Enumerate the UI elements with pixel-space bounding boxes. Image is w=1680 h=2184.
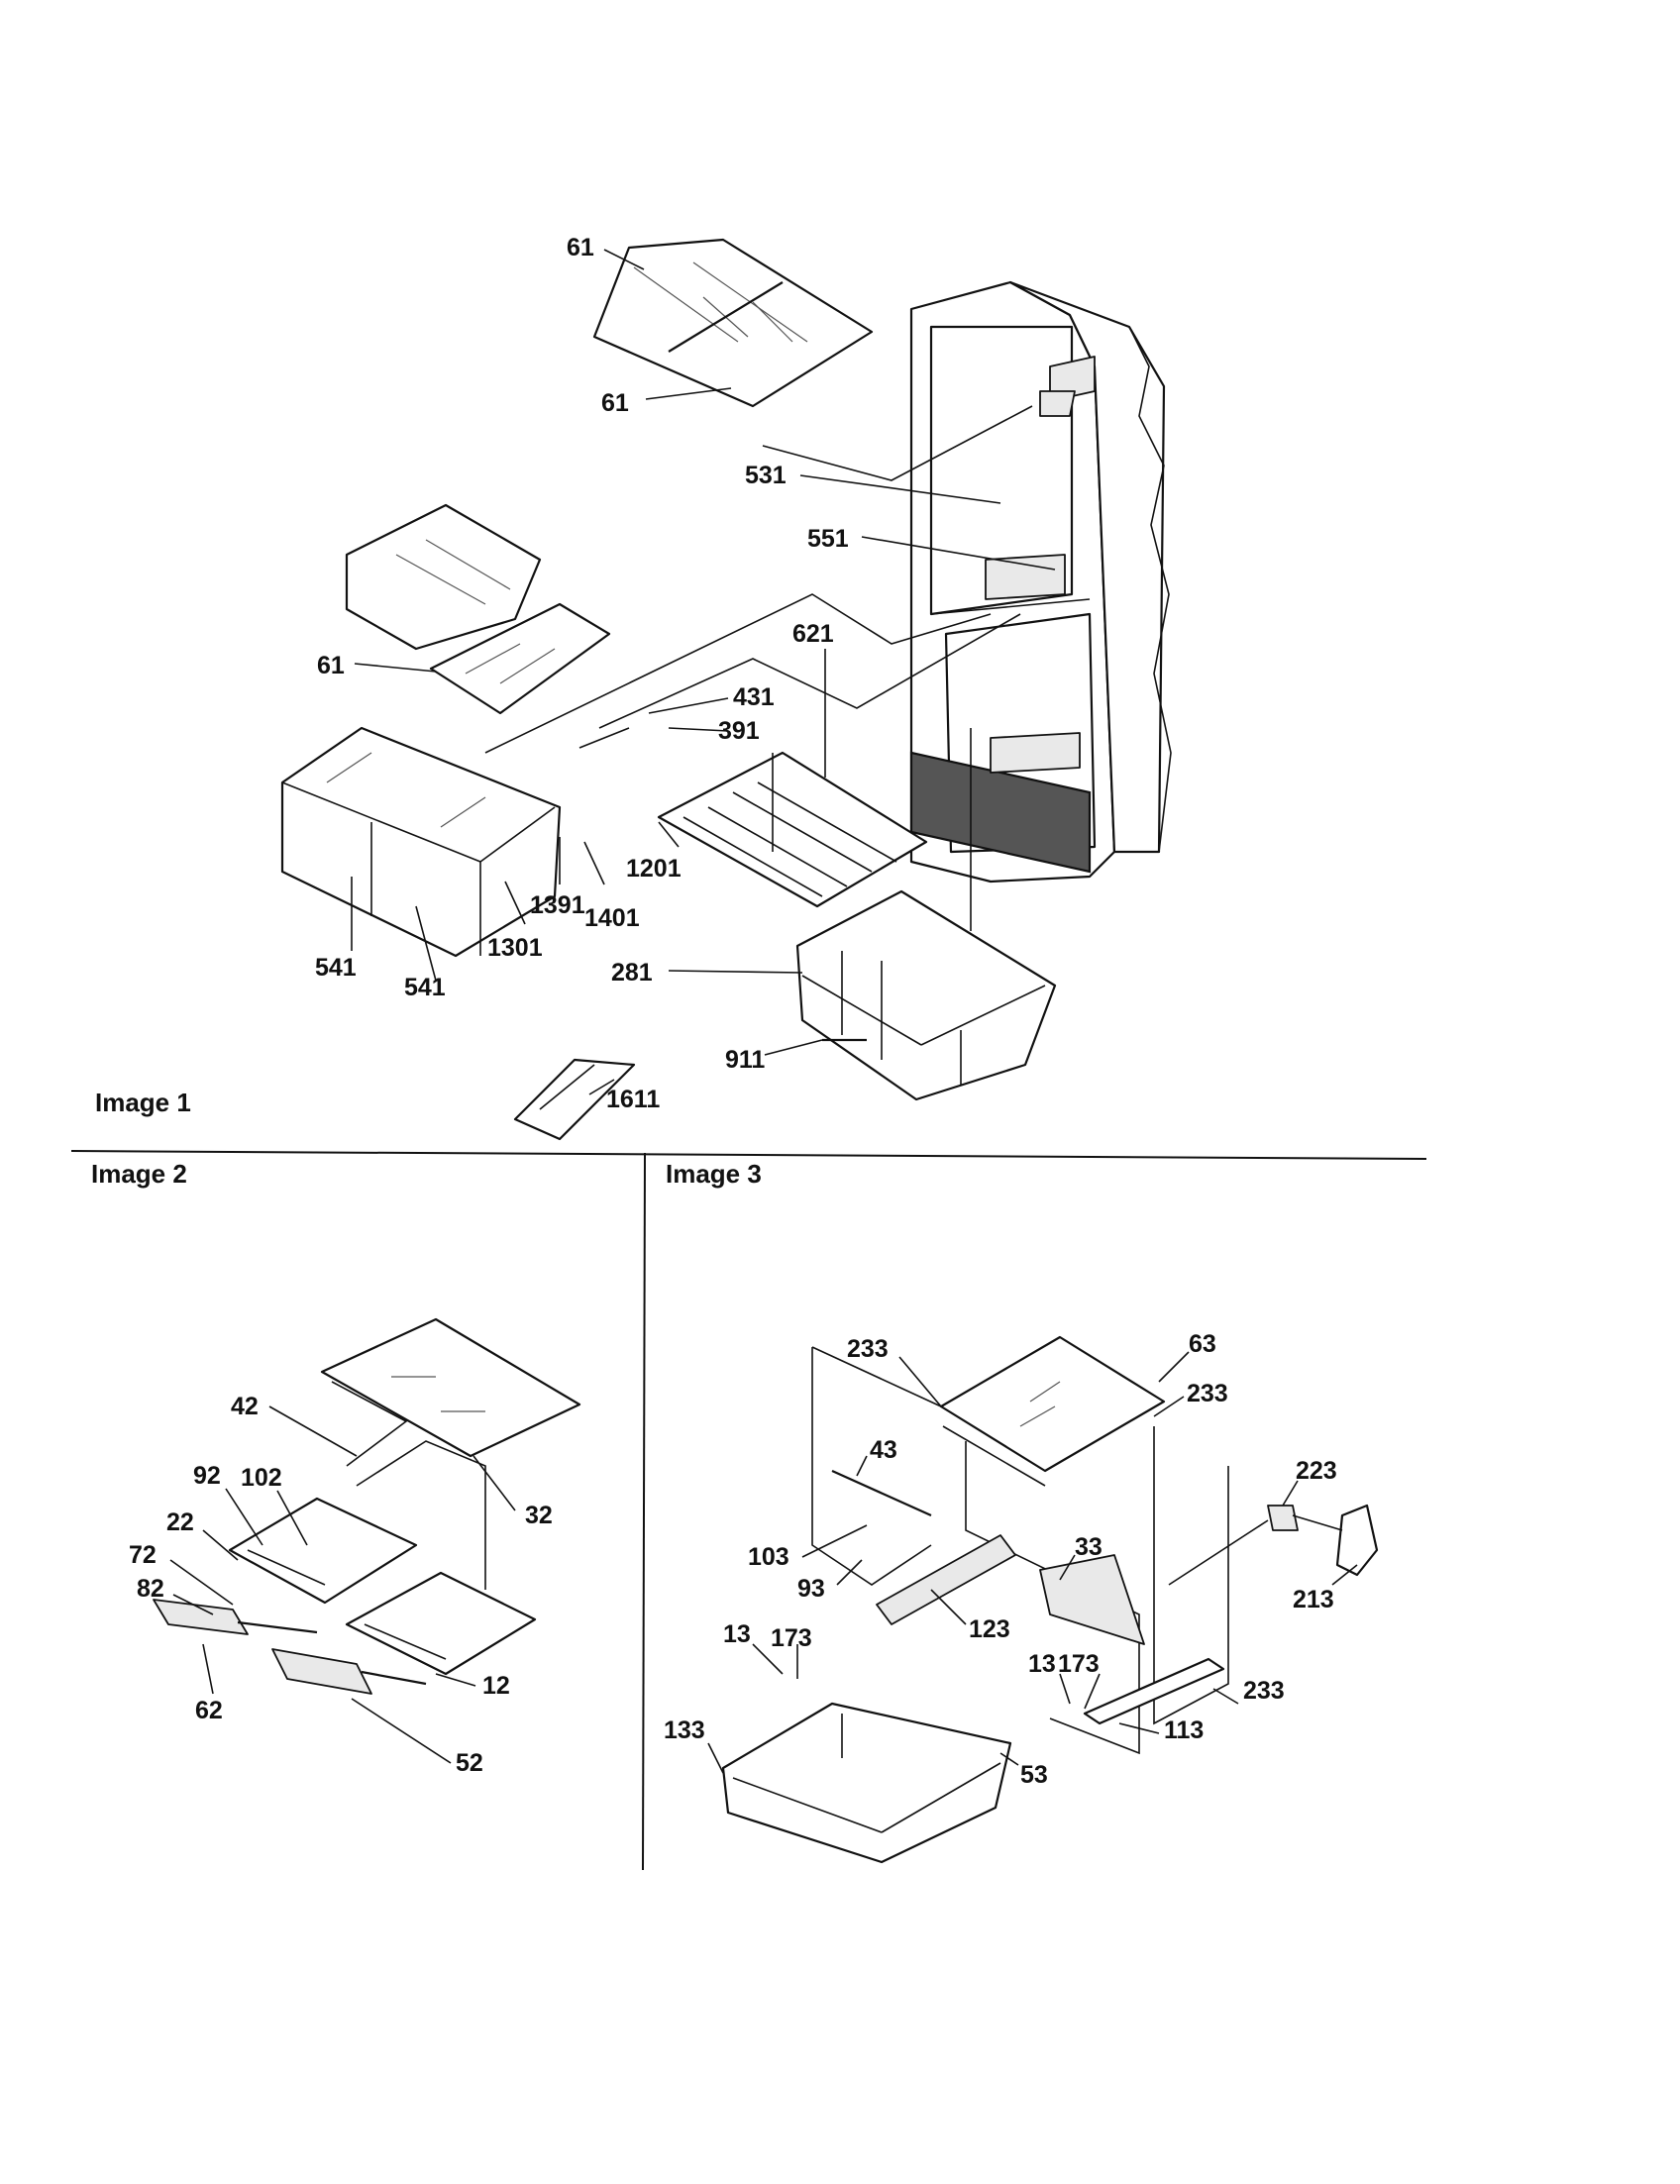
rack-1611 [513, 1058, 636, 1141]
leader-lines-image3 [707, 1351, 1358, 1774]
guide-line-image2 [356, 1440, 486, 1590]
callout-label: 1201 [626, 855, 682, 883]
rail-33 [1039, 1554, 1145, 1645]
callout-label: 541 [404, 974, 446, 1001]
callout-label: 1611 [606, 1086, 660, 1113]
callout-label: 92 [193, 1462, 221, 1490]
panel-title-image2: Image 2 [91, 1159, 187, 1189]
callout-label: 53 [1020, 1761, 1048, 1789]
callout-label: 281 [611, 959, 653, 987]
callout-label: 391 [718, 717, 760, 745]
rail-43 [831, 1469, 932, 1517]
callout-label: 541 [315, 954, 357, 982]
callout-label: 133 [664, 1716, 705, 1744]
panel-divider-vertical [642, 1152, 646, 1871]
deli-drawer [345, 503, 542, 651]
glass-shelf-61-mid [429, 602, 611, 715]
callout-label: 13 [1028, 1650, 1056, 1678]
callout-label: 1391 [530, 891, 585, 919]
callout-label: 61 [567, 234, 594, 261]
callout-label: 173 [771, 1624, 812, 1652]
callout-label: 551 [807, 525, 849, 553]
rail-113 [1083, 1657, 1225, 1725]
callout-label: 61 [317, 652, 345, 679]
callout-label: 63 [1189, 1330, 1216, 1358]
callout-label: 72 [129, 1541, 157, 1569]
callout-label: 42 [231, 1393, 259, 1420]
panel-title-image3: Image 3 [666, 1159, 762, 1189]
drawer-12 [345, 1571, 537, 1676]
guide-line-a [811, 1346, 942, 1407]
callout-label: 102 [241, 1464, 282, 1492]
connector-223-213 [1292, 1514, 1343, 1531]
cover-213 [1335, 1504, 1379, 1577]
callout-label: 103 [748, 1543, 789, 1571]
rail-123 [876, 1534, 1016, 1625]
callout-label: 233 [847, 1335, 889, 1363]
callout-labels-image2: 42 32 92 102 22 72 82 62 12 52 [129, 1393, 553, 1777]
glass-shelf-32 [320, 1317, 581, 1458]
rail-72 [237, 1620, 318, 1634]
callout-label: 12 [482, 1672, 510, 1700]
callout-label: 911 [725, 1046, 765, 1074]
callout-label: 123 [969, 1615, 1010, 1643]
guide-line-b [811, 1347, 932, 1586]
panel-divider-horizontal [70, 1150, 1427, 1160]
panel-title-image1: Image 1 [95, 1088, 191, 1117]
callout-label: 621 [792, 620, 834, 648]
guide-line-rod [598, 613, 1021, 729]
refrigerator-cabinet [909, 280, 1172, 884]
leader-lines-image2 [169, 1405, 516, 1764]
callout-label: 233 [1187, 1380, 1228, 1407]
callout-label: 213 [1293, 1586, 1334, 1613]
front-panel-52 [271, 1648, 372, 1695]
callout-label: 43 [870, 1436, 897, 1464]
callout-label: 1401 [584, 904, 640, 932]
callout-labels-image3: 233 63 233 223 43 103 93 33 213 123 13 1… [664, 1330, 1337, 1789]
callout-label: 531 [745, 462, 787, 489]
callout-label: 32 [525, 1502, 553, 1529]
guide-line-e [1168, 1519, 1269, 1586]
glass-shelf-61-top [592, 238, 874, 408]
part-431-rod [578, 727, 630, 749]
wire-shelf-1201 [657, 751, 928, 908]
callout-label: 61 [601, 389, 629, 417]
leader-lines-image1 [351, 249, 1056, 1095]
callout-label: 113 [1164, 1716, 1204, 1744]
guide-line-c [1153, 1426, 1229, 1725]
callout-label: 431 [733, 683, 775, 711]
callout-label: 233 [1243, 1677, 1285, 1705]
callout-label: 62 [195, 1697, 223, 1724]
callout-label: 1301 [487, 934, 543, 962]
glass-shelf-63 [939, 1335, 1166, 1487]
front-panel-62 [153, 1599, 249, 1635]
callout-labels-image1: 61 61 531 551 61 621 431 391 1201 1391 1… [315, 234, 849, 1113]
callout-label: 93 [797, 1575, 825, 1603]
callout-label: 13 [723, 1620, 751, 1648]
drawer-133 [721, 1702, 1012, 1864]
trim-42 [331, 1381, 408, 1467]
callout-label: 173 [1058, 1650, 1100, 1678]
freezer-basket-281 [795, 889, 1057, 1101]
rail-12 [361, 1670, 427, 1686]
bracket-223 [1267, 1505, 1299, 1531]
callout-label: 22 [166, 1508, 194, 1536]
callout-label: 223 [1296, 1457, 1337, 1485]
drawer-22 [228, 1497, 418, 1605]
guide-line-shelf [762, 405, 1033, 481]
guide-line-d [965, 1441, 1140, 1755]
callout-label: 82 [137, 1575, 164, 1603]
callout-label: 52 [456, 1749, 483, 1777]
callout-label: 33 [1075, 1533, 1102, 1561]
guide-line-crisper [484, 593, 992, 754]
crisper-drawers [280, 726, 562, 958]
